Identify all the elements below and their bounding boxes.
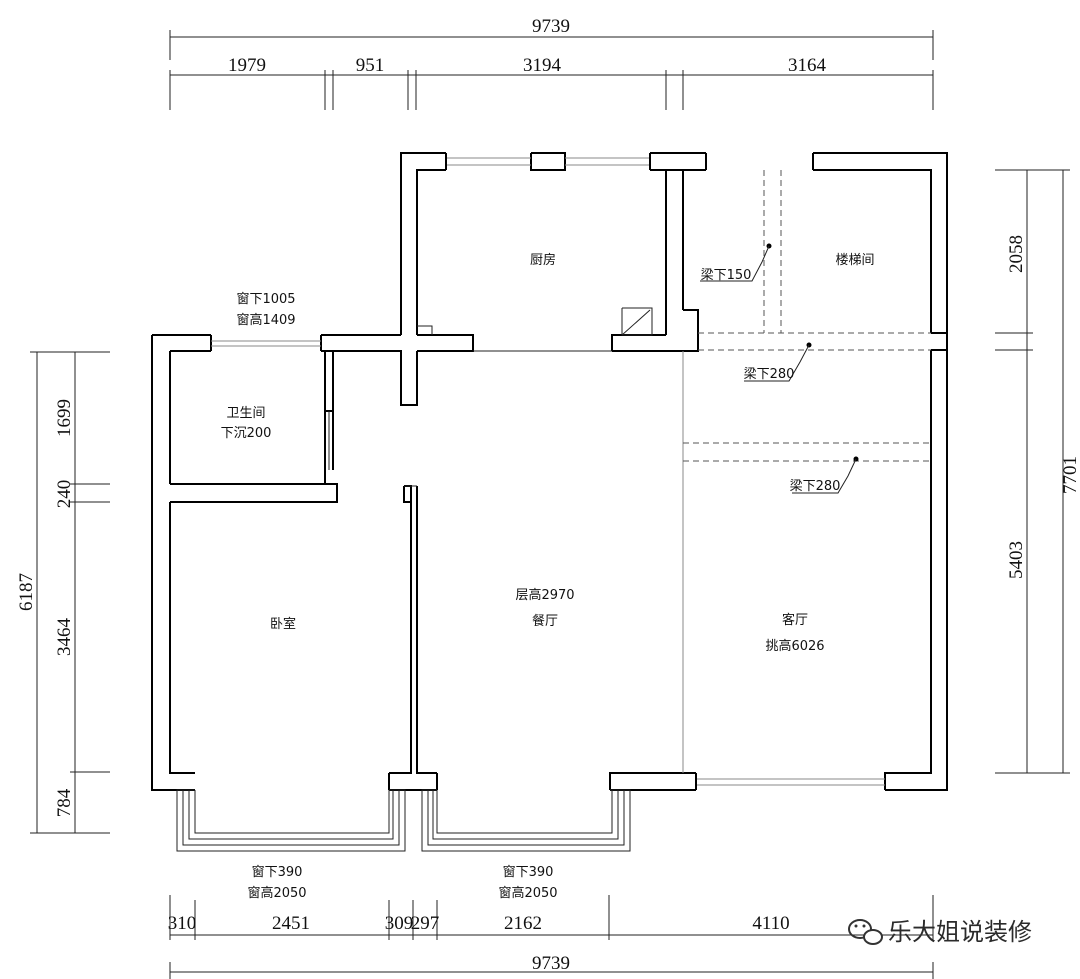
- note-beam-3: 梁下280: [790, 479, 841, 494]
- watermark: 乐大姐说装修: [848, 918, 1032, 946]
- note-beam-2: 梁下280: [744, 367, 795, 382]
- dim-left-total: 6187: [16, 573, 37, 611]
- dim-top-1: 1979: [228, 55, 266, 76]
- label-living-height: 挑高6026: [765, 638, 824, 654]
- room-labels: 厨房 楼梯间 卫生间 下沉200 卧室 层高2970 餐厅 客厅 挑高6026: [221, 252, 875, 654]
- note-beam-1: 梁下150: [701, 268, 752, 283]
- dim-bottom-6: 4110: [752, 913, 789, 934]
- dim-right-total: 7701: [1060, 456, 1080, 494]
- dim-bottom-4: 297: [411, 913, 440, 934]
- walls: [151, 152, 948, 791]
- label-bathroom: 卫生间: [226, 406, 265, 421]
- note-window-top-height: 窗高1409: [236, 312, 295, 328]
- watermark-text: 乐大姐说装修: [888, 918, 1032, 946]
- wechat-icon: [848, 919, 883, 945]
- right-dimensions: 7701 2058 5403: [995, 169, 1080, 774]
- notes: 梁下150 梁下280 梁下280 窗下1005 窗高1409 窗下390 窗高…: [236, 268, 840, 901]
- dim-bottom-3: 309: [385, 913, 414, 934]
- label-bathroom-note: 下沉200: [221, 426, 272, 441]
- note-window-mid-sill: 窗下390: [503, 864, 554, 880]
- dim-left-2: 240: [54, 480, 75, 509]
- note-window-top-sill: 窗下1005: [236, 291, 295, 307]
- dim-bottom-2: 2451: [272, 913, 310, 934]
- bottom-dimensions: 310 2451 309 297 2162 4110 9739: [168, 895, 934, 979]
- dim-bottom-total: 9739: [532, 953, 570, 974]
- label-dining-height: 层高2970: [515, 587, 574, 603]
- dim-left-1: 1699: [54, 399, 75, 437]
- dim-top-3: 3194: [523, 55, 562, 76]
- dim-bottom-1: 310: [168, 913, 197, 934]
- beams: [683, 170, 931, 494]
- note-window-left-sill: 窗下390: [252, 864, 303, 880]
- dim-top-total: 9739: [532, 16, 570, 37]
- top-dimensions: 9739 1979 951 3194 3164: [169, 16, 934, 110]
- dim-right-1: 2058: [1006, 235, 1027, 273]
- dim-left-3: 3464: [54, 618, 75, 657]
- label-bedroom: 卧室: [270, 616, 296, 632]
- dim-top-4: 3164: [788, 55, 827, 76]
- label-living: 客厅: [782, 612, 808, 628]
- note-window-mid-height: 窗高2050: [498, 885, 557, 901]
- dim-left-4: 784: [54, 788, 75, 817]
- dim-bottom-5: 2162: [504, 913, 542, 934]
- dim-right-2: 5403: [1006, 541, 1027, 579]
- label-stair: 楼梯间: [835, 253, 874, 268]
- note-window-left-height: 窗高2050: [247, 885, 306, 901]
- bay-windows: [176, 789, 631, 852]
- label-kitchen: 厨房: [530, 252, 556, 268]
- dim-top-2: 951: [356, 55, 385, 76]
- left-dimensions: 6187 1699 240 3464 784: [16, 351, 110, 834]
- label-dining: 餐厅: [532, 613, 558, 629]
